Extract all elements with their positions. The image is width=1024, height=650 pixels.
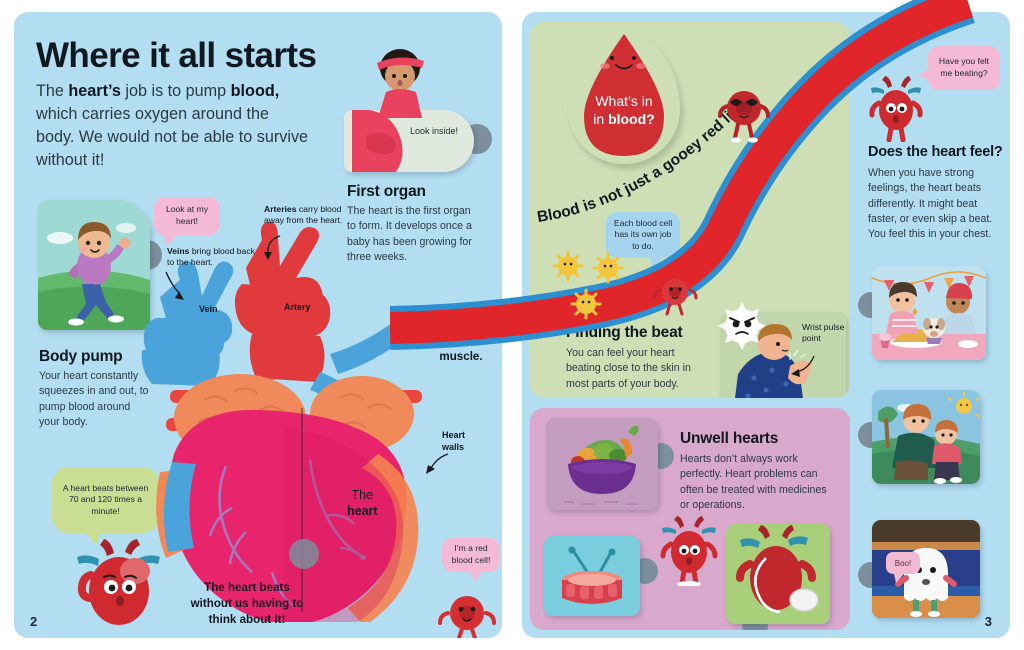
bubble-have-you-felt-text: Have you felt me beating?: [938, 56, 990, 78]
heading-does-the-heart-feel: Does the heart feel?: [868, 144, 1003, 160]
intro-part-3: which carries oxygen around the body. We…: [36, 105, 309, 169]
arteries-arrow-icon: [264, 235, 281, 260]
curved-headline-text: Blood is not just a gooey red liquid!: [530, 104, 744, 226]
body-pump-text: Your heart constantly squeezes in and ou…: [39, 370, 149, 429]
label-veins: Veins bring blood back to the heart.: [167, 246, 255, 268]
vegetable-bowl-card[interactable]: [546, 418, 658, 510]
page-title: Where it all starts: [36, 36, 317, 75]
label-arteries-bold: Arteries: [264, 204, 297, 214]
drum-card[interactable]: [544, 536, 640, 616]
bubble-heart-rate-text: A heart beats between 70 and 120 times a…: [62, 482, 149, 516]
label-the-heart: TheThe heart heart: [347, 488, 378, 518]
label-veins-bold: Veins: [167, 246, 190, 256]
bubble-red-blood-cell: I’m a red blood cell!: [442, 538, 500, 582]
intro-paragraph: The heart’s job is to pump blood, which …: [36, 80, 311, 172]
ghost-boo-label: Boo!: [895, 559, 911, 568]
red-blood-cell-character: [438, 587, 498, 638]
anatomical-heart-diagram: [134, 222, 464, 622]
finding-the-beat-text: You can feel your heart beating close to…: [566, 347, 691, 390]
page-number-left: 2: [30, 614, 38, 629]
bubble-look-at-my-heart: Look at my heart!: [154, 197, 220, 246]
bubble-heart-rate: A heart beats between 70 and 120 times a…: [52, 467, 159, 545]
label-arteries-rest: carry blood away from the heart.: [264, 204, 343, 226]
heading-body-pump: Body pump: [39, 348, 123, 365]
wrist-pulse-caption: Wrist pulse point: [802, 322, 845, 344]
intro-bold-hearts: heart’s: [68, 82, 121, 100]
label-heart-walls: Heart walls: [442, 430, 466, 452]
comforting-parent-card[interactable]: [872, 390, 980, 484]
white-blood-cell-character: [716, 300, 768, 352]
bubble-each-blood-cell-text: Each blood cell has its own job to do.: [613, 217, 673, 251]
intro-part-1: The: [36, 82, 69, 100]
label-vein: Vein: [199, 304, 218, 314]
svg-text:Blood is not just a gooey red: Blood is not just a gooey red liquid!: [530, 104, 744, 226]
ghost-boo-card[interactable]: Boo!: [872, 520, 980, 618]
intro-bold-blood: blood,: [230, 82, 280, 100]
heart-character-illustration: [69, 537, 169, 635]
bubble-red-blood-cell-text: I’m a red blood cell!: [451, 543, 491, 565]
feelings-column: Have you felt me beating? Does the heart…: [858, 22, 1004, 630]
intro-part-2: job is to pump: [120, 82, 231, 100]
unwell-hearts-panel: Unwell hearts Hearts don’t always work p…: [530, 408, 850, 630]
heading-unwell-hearts: Unwell hearts: [680, 430, 779, 447]
bubble-have-you-felt: Have you felt me beating?: [918, 46, 1000, 90]
unwell-heart-character: [658, 516, 720, 586]
blood-panel: What’s in in blood? Blood is not just a …: [530, 22, 850, 398]
pregnant-woman-illustration[interactable]: Look inside!: [344, 110, 474, 172]
heart-walls-arrow-icon: [426, 453, 449, 474]
running-boy-illustration[interactable]: [38, 200, 150, 330]
bubble-look-at-my-heart-text: Look at my heart!: [165, 204, 209, 226]
pregnant-woman-head: [366, 46, 436, 118]
small-red-blood-cell-character: [652, 272, 698, 316]
platelet-characters: [552, 250, 638, 328]
veins-arrow-icon: [165, 271, 184, 300]
label-the-heart-word: heart: [347, 503, 378, 518]
blurb-beats-without-thinking: The heart beats without us having to thi…: [190, 581, 304, 626]
wrist-pulse-arrow-icon: [791, 355, 815, 377]
feelings-heart-character: [868, 76, 924, 142]
label-veins-rest: bring blood back to the heart.: [167, 246, 255, 268]
page-number-right: 3: [984, 614, 992, 629]
unwell-hearts-text: Hearts don’t always work perfectly. Hear…: [680, 453, 827, 512]
heading-first-organ: First organ: [347, 183, 426, 200]
heart-pacemaker-card[interactable]: [726, 524, 830, 624]
label-arteries: Arteries carry blood away from the heart…: [264, 204, 348, 226]
label-artery: Artery: [284, 302, 311, 312]
does-the-heart-feel-text: When you have strong feelings, the heart…: [868, 167, 993, 241]
left-page: Where it all starts The heart’s job is t…: [14, 12, 502, 638]
look-inside-label: Look inside!: [410, 126, 459, 136]
blurb-ball-of-muscle: The heart is a ball of muscle.: [423, 318, 499, 363]
birthday-party-card[interactable]: [872, 266, 986, 360]
cool-blood-cell-character: [716, 84, 772, 146]
